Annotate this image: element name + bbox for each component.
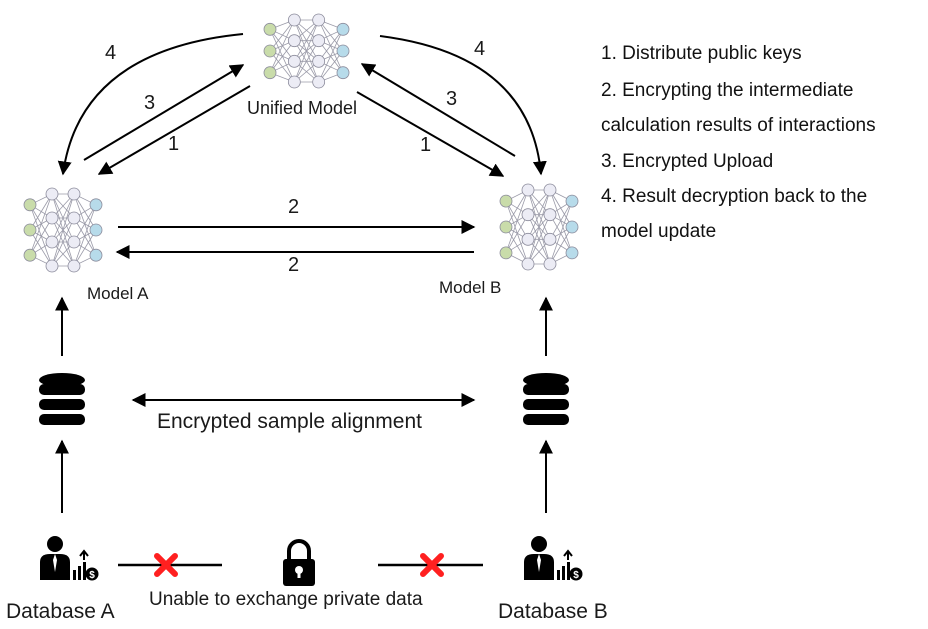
network-node <box>336 22 350 36</box>
network-node <box>521 183 535 197</box>
svg-text:$: $ <box>89 570 95 581</box>
network-node <box>336 66 350 80</box>
network-node <box>499 246 513 260</box>
network-node <box>287 34 301 48</box>
network-node <box>67 259 81 273</box>
network-node <box>312 54 326 68</box>
step-4-left-label: 4 <box>105 42 117 64</box>
network-node <box>312 34 326 48</box>
step-3-left-label: 3 <box>144 92 156 114</box>
step-1-right-label: 1 <box>420 134 432 156</box>
network-node <box>336 44 350 58</box>
model-a-network-icon <box>23 187 103 273</box>
arrow-1-right <box>356 91 505 177</box>
database-b-label: Database B <box>498 600 608 623</box>
network-node <box>89 223 103 237</box>
unified-model-label: Unified Model <box>247 98 358 118</box>
user-a-icon: $ <box>40 536 99 581</box>
model-a-label: Model A <box>87 284 149 303</box>
network-node <box>263 22 277 36</box>
network-node <box>45 211 59 225</box>
model-b-label: Model B <box>439 278 502 297</box>
network-node <box>287 54 301 68</box>
network-node <box>287 75 301 89</box>
forbidden-cross-icon-right <box>420 553 444 577</box>
network-node <box>543 208 557 222</box>
network-node <box>67 187 81 201</box>
database-a-icon <box>39 373 85 425</box>
network-node <box>543 232 557 246</box>
network-node <box>499 194 513 208</box>
network-node <box>521 232 535 246</box>
network-node <box>521 208 535 222</box>
arrow-4-right <box>379 35 547 176</box>
lock-icon <box>283 539 315 586</box>
no-exchange-label: Unable to exchange private data <box>149 589 423 610</box>
alignment-label: Encrypted sample alignment <box>157 410 422 433</box>
arrow-3-right <box>360 63 516 157</box>
step-2-top-label: 2 <box>288 196 300 218</box>
step-4-right-label: 4 <box>474 38 486 60</box>
legend-item: 3. Encrypted Upload <box>601 151 774 172</box>
step-1-left-label: 1 <box>168 133 180 155</box>
network-node <box>45 187 59 201</box>
network-node <box>565 246 579 260</box>
legend-item: 4. Result decryption back to the <box>601 186 868 207</box>
unified-model-network-icon <box>263 13 350 89</box>
network-node <box>499 220 513 234</box>
network-node <box>263 66 277 80</box>
forbidden-cross-icon-left <box>154 553 178 577</box>
network-node <box>23 198 37 212</box>
network-node <box>565 220 579 234</box>
network-node <box>89 198 103 212</box>
network-node <box>312 75 326 89</box>
legend-item: calculation results of interactions <box>601 115 876 136</box>
arrow-3-left <box>83 64 245 161</box>
network-node <box>67 235 81 249</box>
user-b-icon: $ <box>524 536 583 581</box>
legend-item: model update <box>601 221 717 242</box>
network-node <box>67 211 81 225</box>
legend-item: 2. Encrypting the intermediate <box>601 80 854 101</box>
arrow-1-left <box>97 85 251 175</box>
network-node <box>521 257 535 271</box>
legend-item: 1. Distribute public keys <box>601 43 802 64</box>
network-node <box>23 223 37 237</box>
network-node <box>23 248 37 262</box>
database-a-label: Database A <box>6 600 115 623</box>
network-node <box>45 259 59 273</box>
network-node <box>543 257 557 271</box>
model-b-network-icon <box>499 183 579 271</box>
svg-text:$: $ <box>573 570 579 581</box>
network-node <box>287 13 301 27</box>
arrow-4-left <box>57 33 244 176</box>
database-b-icon <box>523 373 569 425</box>
network-node <box>312 13 326 27</box>
network-node <box>45 235 59 249</box>
step-3-right-label: 3 <box>446 88 458 110</box>
network-node <box>565 194 579 208</box>
step-2-bottom-label: 2 <box>288 254 300 276</box>
network-node <box>543 183 557 197</box>
network-node <box>263 44 277 58</box>
network-node <box>89 248 103 262</box>
